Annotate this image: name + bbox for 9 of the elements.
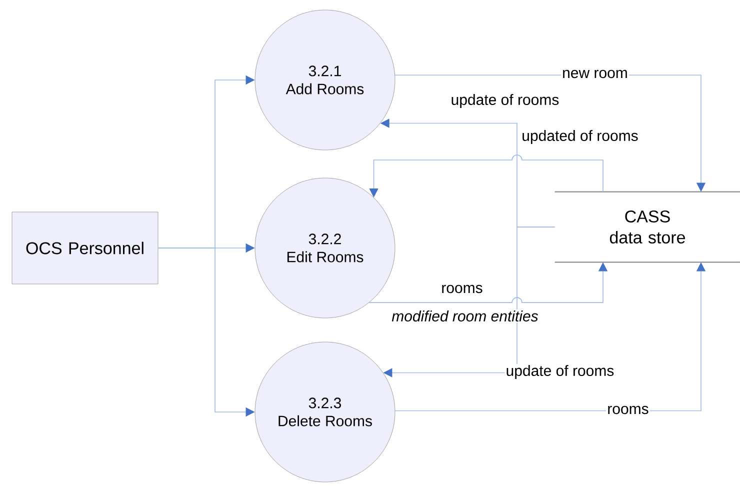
edge-label: updated of rooms (520, 129, 640, 145)
edge-label: rooms (440, 284, 484, 294)
edge-label: update of rooms (450, 93, 560, 109)
edge-label: new room (561, 68, 629, 80)
flow-label: modified room entities (390, 309, 540, 322)
edge-label: update of rooms (504, 364, 616, 380)
entity-box: OCS Personnel (12, 212, 158, 284)
data-store: CASS data store (554, 191, 740, 263)
edge-label: rooms (606, 404, 650, 416)
